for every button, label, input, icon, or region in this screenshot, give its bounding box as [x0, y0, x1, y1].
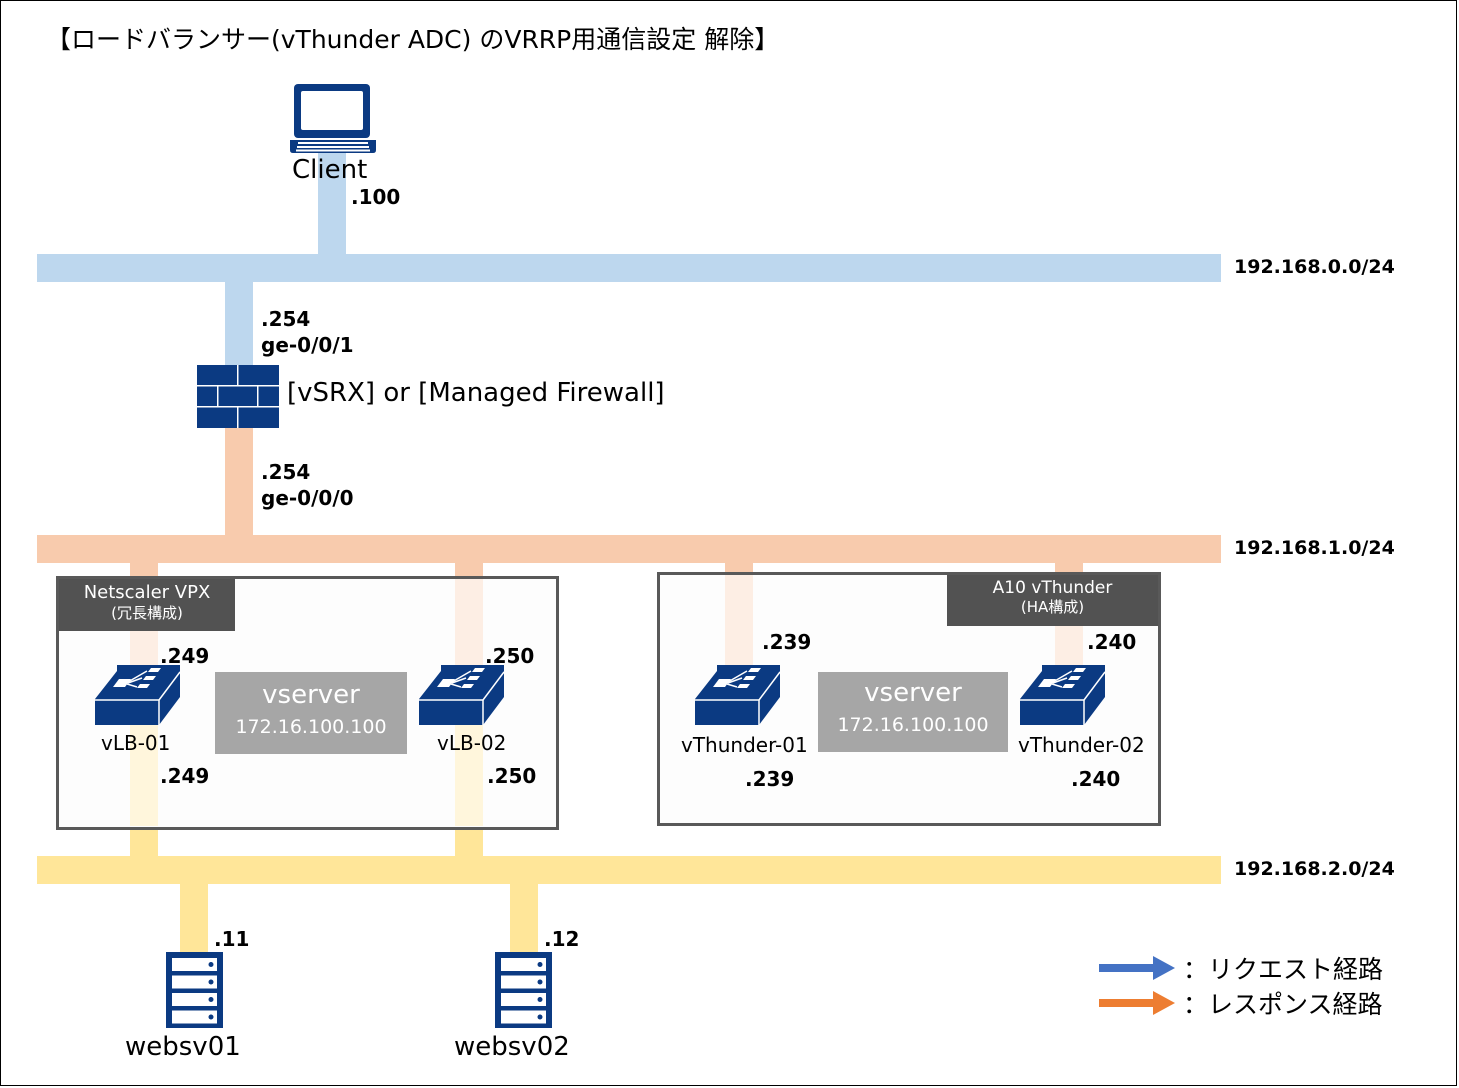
- firewall-downlink: [225, 425, 253, 540]
- firewall-icon: [197, 365, 279, 428]
- vthunder-tag-subtitle: (HA構成): [1020, 598, 1085, 617]
- vlb01-uplink: [130, 560, 158, 578]
- vthunder-vserver-label: vserver: [864, 678, 962, 708]
- netscaler-tag-title: Netscaler VPX: [83, 582, 211, 603]
- firewall-lower-ip: .254: [261, 460, 311, 484]
- firewall-lower-interface: ge-0/0/0: [261, 486, 354, 510]
- websv01-label: websv01: [125, 1032, 241, 1062]
- client-label: Client: [292, 155, 368, 185]
- laptop-icon: [288, 84, 378, 154]
- websv02-label: websv02: [454, 1032, 570, 1062]
- vthunder01-inner-uplink: [725, 575, 753, 665]
- vlb02-lower-ip: .250: [487, 764, 537, 788]
- legend-request-label: ：リクエスト経路: [1183, 955, 1384, 984]
- vthunder02-lower-ip: .240: [1071, 767, 1121, 791]
- legend-response: ：レスポンス経路: [1099, 985, 1383, 1021]
- network-label-192-168-0: 192.168.0.0/24: [1234, 256, 1395, 278]
- network-label-192-168-1: 192.168.1.0/24: [1234, 537, 1395, 559]
- websv01-link: [180, 880, 208, 952]
- netscaler-group-tag: Netscaler VPX (冗長構成): [59, 579, 235, 631]
- firewall-upper-interface: ge-0/0/1: [261, 333, 354, 357]
- vthunder-vserver-ip: 172.16.100.100: [837, 714, 989, 736]
- vthunder-vserver: vserver 172.16.100.100: [818, 672, 1008, 752]
- vlb02-uplink: [455, 560, 483, 578]
- firewall-label: [vSRX] or [Managed Firewall]: [287, 378, 665, 408]
- vlb02-inner-uplink: [455, 579, 483, 669]
- server-icon: [166, 952, 223, 1028]
- network-bus-192-168-1: [37, 535, 1221, 563]
- firewall-upper-ip: .254: [261, 307, 311, 331]
- firewall-uplink: [225, 280, 253, 370]
- network-bus-192-168-0: [37, 254, 1221, 282]
- diagram-title: 【ロードバランサー(vThunder ADC) のVRRP用通信設定 解除】: [46, 25, 780, 54]
- vthunder02-uplink: [1055, 560, 1083, 574]
- network-bus-192-168-2: [37, 856, 1221, 884]
- vthunder02-label: vThunder-02: [1018, 733, 1145, 757]
- network-label-192-168-2: 192.168.2.0/24: [1234, 858, 1395, 880]
- vthunder01-uplink: [725, 560, 753, 574]
- load-balancer-icon: [1020, 665, 1105, 727]
- websv02-link: [510, 880, 538, 952]
- netscaler-vserver-label: vserver: [262, 680, 360, 710]
- legend-response-label: ：レスポンス経路: [1183, 990, 1383, 1019]
- server-icon: [495, 952, 552, 1028]
- vthunder-tag-title: A10 vThunder: [992, 578, 1113, 598]
- netscaler-tag-subtitle: (冗長構成): [111, 603, 183, 622]
- client-ip: .100: [351, 185, 401, 209]
- vthunder02-upper-ip: .240: [1087, 630, 1137, 654]
- vlb02-upper-ip: .250: [485, 644, 535, 668]
- vthunder01-upper-ip: .239: [762, 630, 812, 654]
- vthunder-group-tag: A10 vThunder (HA構成): [947, 575, 1158, 626]
- legend-request: ：リクエスト経路: [1099, 950, 1383, 986]
- vthunder01-lower-ip: .239: [745, 767, 795, 791]
- vlb01-upper-ip: .249: [160, 644, 210, 668]
- vlb01-label: vLB-01: [101, 731, 171, 755]
- vthunder02-inner-uplink: [1055, 625, 1083, 665]
- request-arrow-icon: [1099, 956, 1177, 980]
- netscaler-vserver-ip: 172.16.100.100: [235, 716, 387, 738]
- response-arrow-icon: [1099, 991, 1177, 1015]
- websv01-ip: .11: [214, 927, 250, 951]
- load-balancer-icon: [695, 665, 780, 727]
- vlb02-inner-downlink: [455, 725, 483, 826]
- vlb01-downlink: [130, 826, 158, 858]
- websv02-ip: .12: [544, 927, 580, 951]
- vlb01-inner-downlink: [130, 725, 158, 826]
- client-uplink: [318, 150, 346, 260]
- netscaler-vserver: vserver 172.16.100.100: [215, 672, 407, 754]
- vlb02-label: vLB-02: [437, 731, 507, 755]
- load-balancer-icon: [419, 665, 504, 727]
- vlb01-lower-ip: .249: [160, 764, 210, 788]
- load-balancer-icon: [95, 665, 180, 727]
- vthunder01-label: vThunder-01: [681, 733, 808, 757]
- vlb02-downlink: [455, 826, 483, 858]
